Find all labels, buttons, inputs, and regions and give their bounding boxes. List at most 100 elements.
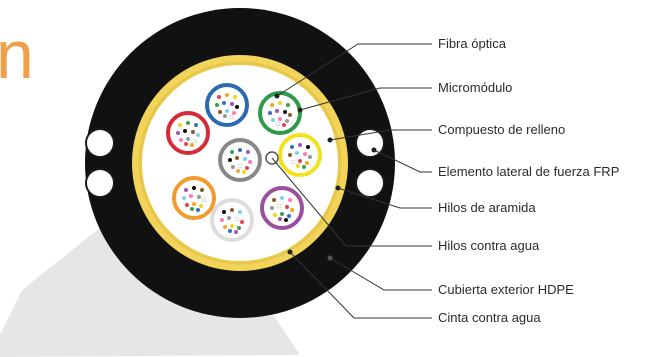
dot-micromodulo: [297, 107, 303, 113]
optical-fiber: [308, 155, 312, 159]
optical-fiber: [197, 195, 201, 199]
strength-member-right-top: [355, 128, 385, 158]
optical-fiber: [278, 217, 282, 221]
optical-fiber: [230, 150, 234, 154]
micromodule: [218, 138, 262, 182]
optical-fiber: [234, 216, 240, 222]
micromodule: [210, 198, 254, 242]
leader-elemento-lateral: [373, 149, 432, 173]
strength-member-left-top: [85, 128, 115, 158]
micromodule: [205, 83, 249, 127]
leader-dots: [274, 93, 377, 261]
micromodule-tube: [218, 138, 262, 182]
optical-fiber: [233, 95, 237, 99]
optical-fiber: [227, 216, 231, 220]
optical-fiber: [192, 138, 198, 144]
dot-hilos-aramida: [335, 185, 341, 191]
micromodule-tube: [166, 111, 210, 155]
label-hilos-aramida: Hilos de aramida: [438, 200, 536, 215]
label-fibra-optica: Fibra óptica: [438, 36, 507, 51]
optical-fiber: [185, 203, 189, 207]
optical-fiber: [220, 218, 224, 222]
optical-fiber: [234, 230, 238, 234]
optical-fiber: [245, 166, 249, 170]
optical-fiber: [178, 123, 182, 127]
optical-fiber: [242, 170, 246, 174]
optical-fiber: [305, 161, 309, 165]
optical-fiber: [296, 164, 300, 168]
optical-fiber: [192, 186, 196, 190]
leader-hilos-agua: [271, 157, 432, 247]
optical-fiber: [290, 159, 296, 165]
optical-fiber: [199, 204, 203, 208]
optical-fiber: [228, 229, 232, 233]
optical-fiber: [179, 138, 183, 142]
optical-fiber: [286, 103, 290, 107]
leader-compuesto-relleno: [329, 129, 432, 141]
optical-fiber: [288, 198, 292, 202]
optical-fiber: [200, 188, 204, 192]
optical-fiber: [184, 142, 188, 146]
optical-fiber: [194, 123, 198, 127]
micromodule-tube: [260, 186, 304, 230]
optical-fiber: [186, 137, 190, 141]
optical-fiber: [285, 119, 289, 123]
optical-fiber: [183, 129, 187, 133]
micromodule: [278, 133, 322, 177]
optical-fiber: [225, 93, 229, 97]
micromodules: [166, 83, 322, 242]
optical-fiber: [276, 203, 282, 209]
strength-member-left-bottom: [85, 168, 115, 198]
optical-fiber: [288, 153, 292, 157]
optical-fiber: [222, 101, 226, 105]
optical-fiber: [282, 123, 286, 127]
label-cinta-agua: Cinta contra agua: [438, 310, 541, 325]
optical-fiber: [278, 101, 282, 105]
optical-fiber: [192, 202, 196, 206]
leader-micromodulo: [299, 87, 432, 111]
optical-fiber: [248, 160, 252, 164]
optical-fiber: [275, 109, 279, 113]
dot-fibra-optica: [274, 93, 280, 99]
strength-member-right-bottom: [355, 168, 385, 198]
micromodule-tube: [205, 83, 249, 127]
optical-fiber: [271, 118, 275, 122]
optical-fiber: [236, 169, 240, 173]
optical-fiber: [190, 207, 194, 211]
optical-fiber: [246, 150, 250, 154]
optical-fiber: [222, 210, 226, 214]
leader-cinta-agua: [289, 251, 432, 319]
optical-fiber: [238, 148, 242, 152]
micromodule: [260, 186, 304, 230]
optical-fiber: [290, 208, 294, 212]
optical-fiber: [270, 206, 274, 210]
micromodule-tube: [210, 198, 254, 242]
micromodule: [166, 111, 210, 155]
optical-fiber: [280, 212, 284, 216]
optical-fiber: [303, 152, 307, 156]
micromodule: [172, 176, 216, 220]
optical-fiber: [298, 143, 302, 147]
optical-fiber: [287, 214, 291, 218]
optical-fiber: [176, 131, 180, 135]
optical-fiber: [225, 109, 229, 113]
optical-fiber: [182, 196, 186, 200]
label-hilos-agua: Hilos contra agua: [438, 238, 540, 253]
optical-fiber: [280, 196, 284, 200]
optical-fiber: [235, 105, 239, 109]
water-blocking-tape: [138, 61, 342, 265]
optical-fiber: [228, 158, 232, 162]
dot-cubierta: [327, 255, 333, 261]
micromodule-tube: [258, 91, 302, 135]
optical-fiber: [190, 143, 194, 147]
optical-fiber: [196, 208, 200, 212]
leader-cubierta: [329, 257, 432, 291]
optical-fiber: [231, 165, 235, 169]
heading-fragment: n: [0, 17, 34, 93]
optical-fiber: [306, 145, 310, 149]
optical-fiber: [184, 188, 188, 192]
optical-fiber: [217, 95, 221, 99]
optical-fiber: [240, 220, 244, 224]
